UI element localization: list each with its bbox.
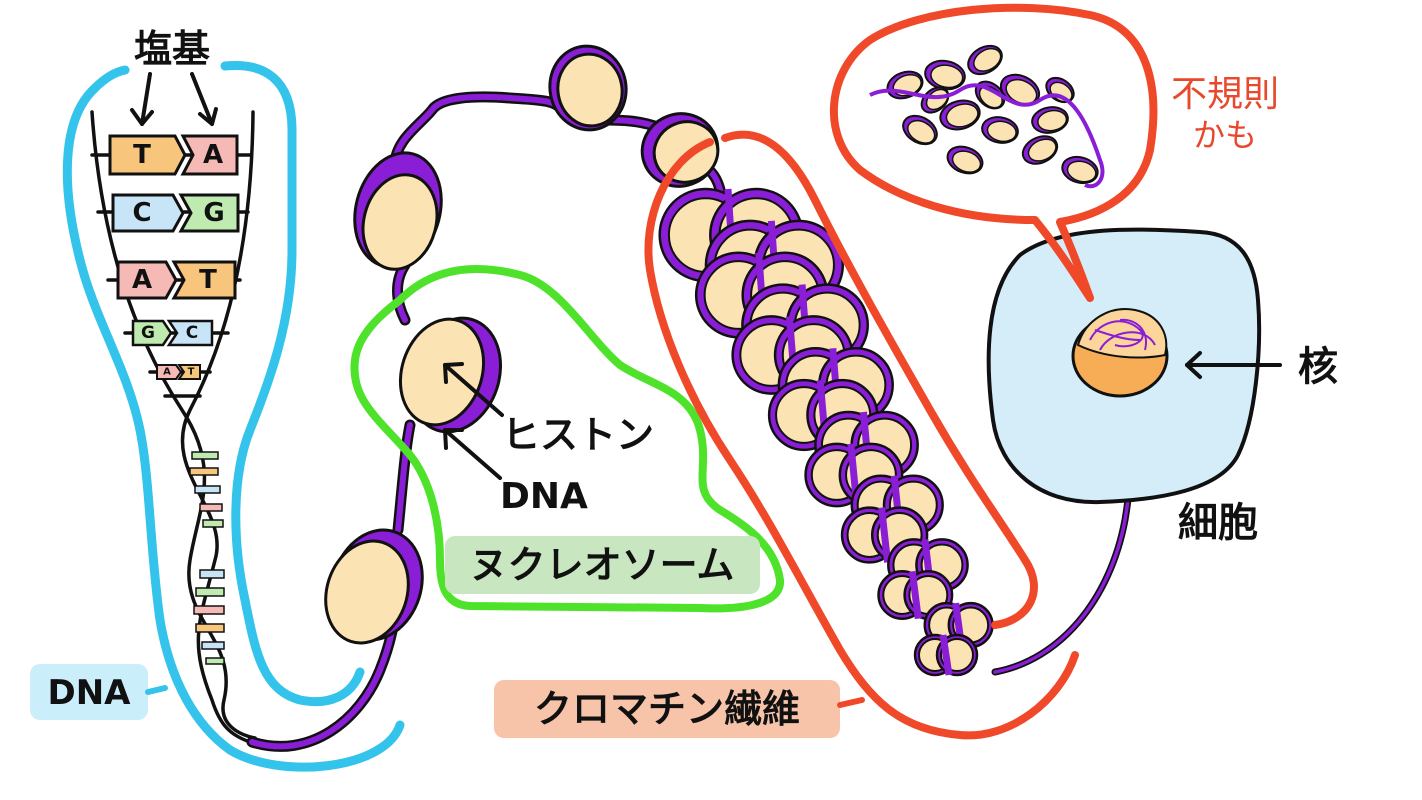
nucleosome-label: ヌクレオソーム xyxy=(445,536,760,594)
fiber-linker-segment xyxy=(878,507,892,563)
tangle-histone-core xyxy=(1027,138,1057,162)
nucleosome xyxy=(353,151,443,271)
base-letter: T xyxy=(188,367,195,378)
chromatin-region-outline xyxy=(644,130,1079,740)
tangle-histone-core xyxy=(1066,160,1097,183)
base-letter: A xyxy=(132,265,152,295)
tangle-strand xyxy=(869,83,1105,189)
dna-label-text: DNA xyxy=(48,673,132,713)
bases-label: 塩基 xyxy=(134,27,210,71)
base-pair-row: A T xyxy=(116,260,237,300)
tangle-histone-core xyxy=(973,47,1002,72)
base-letter: G xyxy=(141,323,155,343)
base-letter: T xyxy=(199,265,217,295)
histone-arrow xyxy=(443,362,504,417)
tangle-histone-core xyxy=(930,64,964,89)
nucleosome xyxy=(548,44,628,132)
base-letter: C xyxy=(186,323,198,343)
base-letter: A xyxy=(163,367,171,378)
bases-arrows xyxy=(130,72,218,126)
nucleus xyxy=(1071,308,1169,398)
cell-label: 細胞 xyxy=(1178,500,1258,546)
dna-label-mid: DNA xyxy=(500,476,588,517)
dna-arrow xyxy=(443,428,502,480)
nucleosome-region-outline xyxy=(350,265,784,613)
tangle-histone-core xyxy=(986,120,1017,143)
tangle-histone-core xyxy=(907,119,936,144)
histone-label: ヒストン xyxy=(502,413,654,457)
dna-linker-strand-fill xyxy=(249,93,725,750)
base-letter: T xyxy=(133,140,151,170)
irregular-label-line2: かも xyxy=(1193,116,1257,154)
tangle-histone-core xyxy=(951,150,982,173)
base-letter: G xyxy=(203,198,224,228)
tangle-histone-core xyxy=(925,88,949,111)
nucleosome-label-text: ヌクレオソーム xyxy=(470,543,735,587)
fiber-linker-segment xyxy=(908,570,922,620)
base-pair-row: A T xyxy=(156,364,201,380)
nucleus-label: 核 xyxy=(1298,344,1338,390)
base-letter: A xyxy=(203,140,223,170)
chromatin-label: クロマチン繊維 xyxy=(494,680,865,738)
tangle-histone-core xyxy=(1037,109,1068,132)
nucleus-arrow xyxy=(1185,351,1282,379)
helix-small-rungs xyxy=(189,451,225,665)
fiber-linker-segment xyxy=(939,634,953,676)
dna-region-outline xyxy=(62,60,405,772)
base-letter: C xyxy=(132,198,151,228)
irregular-label-line1: 不規則 xyxy=(1171,74,1279,115)
irregular-nucleosome-tangle xyxy=(869,44,1105,189)
base-pair-row: G C xyxy=(131,319,214,347)
chromatin-label-text: クロマチン繊維 xyxy=(534,687,800,731)
base-pair-row: T A xyxy=(108,134,239,176)
tangle-histone-core xyxy=(945,103,979,128)
nucleosome xyxy=(324,528,424,645)
base-pair-row: C G xyxy=(111,193,240,233)
irregular-callout-bubble xyxy=(829,3,1158,302)
chromatin-fiber xyxy=(658,187,994,677)
dna-label-left: DNA xyxy=(30,664,168,720)
